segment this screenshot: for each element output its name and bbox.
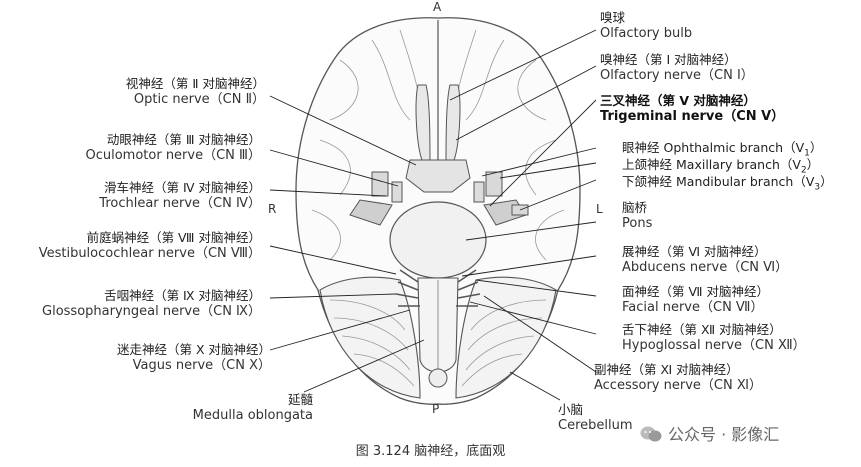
pons-shape [389,201,487,279]
label-abducens-nerve: 展神经（第 Ⅵ 对脑神经） Abducens nerve（CN Ⅵ） [622,244,789,275]
label-pons: 脑桥 Pons [622,200,653,231]
cerebellum-left [319,276,421,399]
label-trochlear-nerve: 滑车神经（第 Ⅳ 对脑神经） Trochlear nerve（CN Ⅳ） [99,180,261,211]
orientation-left: L [596,202,603,216]
leader-lines [269,29,597,401]
label-hypoglossal-nerve: 舌下神经（第 Ⅻ 对脑神经） Hypoglossal nerve（CN Ⅻ） [622,322,806,353]
label-ophthalmic-branch: 眼神经 Ophthalmic branch（V1） [622,140,823,159]
label-facial-nerve: 面神经（第 Ⅶ 对脑神经） Facial nerve（CN Ⅶ） [622,284,769,315]
label-medulla-oblongata: 延髓 Medulla oblongata [192,392,313,423]
orientation-posterior: P [432,402,440,416]
cerebellum-right [455,276,557,399]
orientation-right: R [268,202,277,216]
label-trigeminal-nerve: 三叉神经（第 Ⅴ 对脑神经） Trigeminal nerve（CN Ⅴ） [600,93,785,124]
trigeminal-left [349,199,393,226]
watermark: 公众号 · 影像汇 [640,421,779,445]
label-oculomotor-nerve: 动眼神经（第 Ⅲ 对脑神经） Oculomotor nerve（CN Ⅲ） [85,132,261,163]
optic-chiasm [405,159,471,193]
label-mandibular-branch: 下颌神经 Mandibular branch（V3） [622,174,833,193]
orientation-anterior: A [433,0,442,14]
label-accessory-nerve: 副神经（第 Ⅺ 对脑神经） Accessory nerve（CN Ⅺ） [594,362,762,393]
label-vagus-nerve: 迷走神经（第 Ⅹ 对脑神经） Vagus nerve（CN Ⅹ） [116,342,271,373]
label-glossopharyngeal-nerve: 舌咽神经（第 Ⅸ 对脑神经） Glossopharyngeal nerve（CN… [42,288,261,319]
label-olfactory-nerve: 嗅神经（第 Ⅰ 对脑神经） Olfactory nerve（CN Ⅰ） [600,52,754,83]
label-cerebellum: 小脑 Cerebellum [558,402,633,433]
label-maxillary-branch: 上颌神经 Maxillary branch（V2） [622,157,820,176]
label-optic-nerve: 视神经（第 Ⅱ 对脑神经） Optic nerve（CN Ⅱ） [125,76,265,107]
label-vestibulocochlear-nerve: 前庭蜗神经（第 Ⅷ 对脑神经） Vestibulocochlear nerve（… [38,230,261,261]
label-olfactory-bulb: 嗅球 Olfactory bulb [600,10,693,41]
wechat-icon [640,426,662,442]
figure-caption: 图 3.124 脑神经，底面观 [355,444,506,459]
